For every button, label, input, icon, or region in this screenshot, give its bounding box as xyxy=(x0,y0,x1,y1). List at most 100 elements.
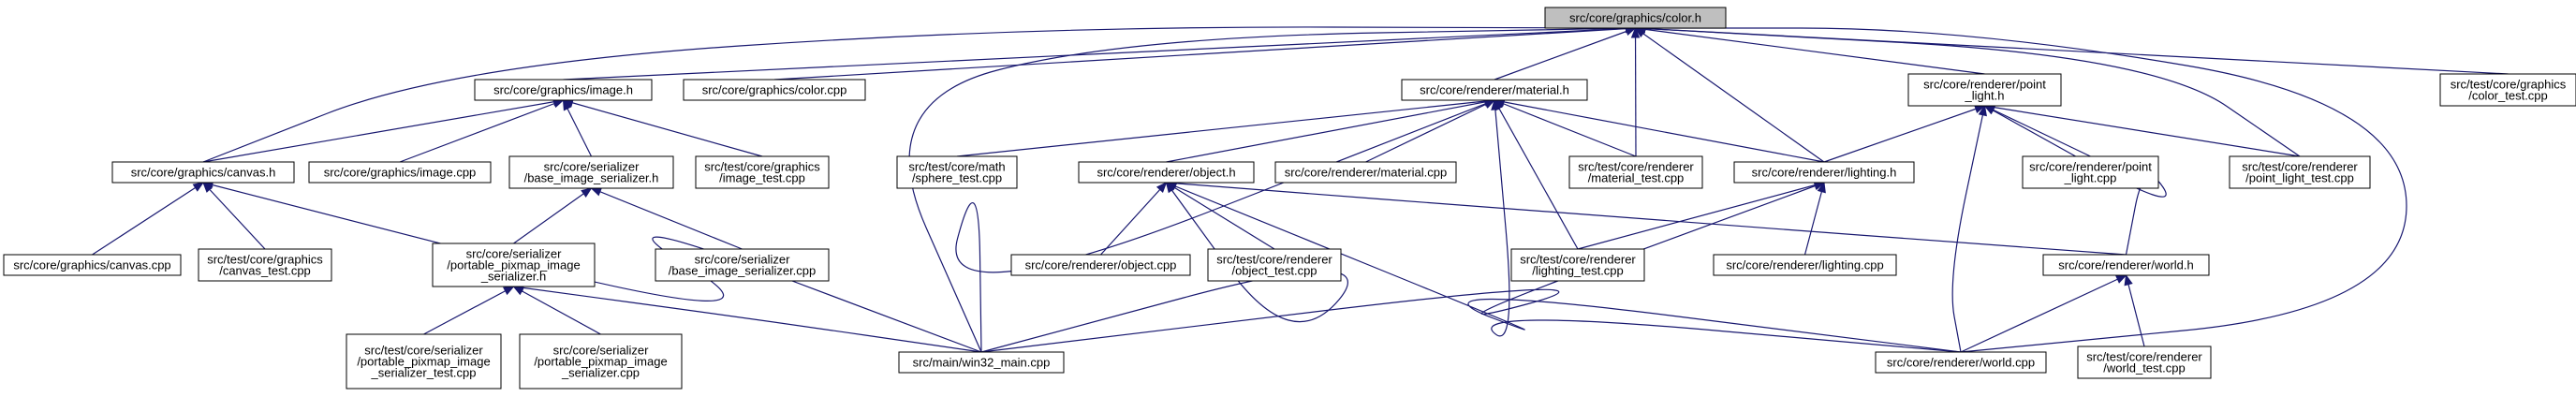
edge-line xyxy=(513,286,601,335)
edge-line xyxy=(1960,274,2127,353)
node-box xyxy=(198,248,332,282)
node-ppm-ser-cpp[interactable]: src/core/serializer/portable_pixmap_imag… xyxy=(519,333,683,390)
node-label: src/core/serializer xyxy=(544,160,640,174)
node-box xyxy=(1510,248,1645,282)
arrowhead xyxy=(2114,274,2127,284)
node-box xyxy=(308,161,492,184)
node-image-test[interactable]: src/test/core/graphics/image_test.cpp xyxy=(695,155,830,189)
edge-line xyxy=(513,187,592,244)
node-canvas-cpp[interactable]: src/core/graphics/canvas.cpp xyxy=(3,254,182,276)
edge-line xyxy=(562,99,593,157)
node-label: _light.h xyxy=(1965,89,2005,103)
node-box xyxy=(3,254,182,276)
node-label: src/core/serializer xyxy=(695,253,791,267)
edge-line xyxy=(955,99,1495,353)
edge-object_h-to-material_h xyxy=(1166,97,1496,163)
node-label: src/test/core/serializer xyxy=(364,344,483,358)
node-point-light-test[interactable]: src/test/core/renderer/point_light_test.… xyxy=(2229,155,2371,189)
edge-lighting_test-to-material_h xyxy=(1494,98,1579,250)
node-box xyxy=(508,155,674,189)
node-material-h[interactable]: src/core/renderer/material.h xyxy=(1401,79,1588,101)
node-label: /material_test.cpp xyxy=(1588,171,1685,185)
arrowhead xyxy=(590,187,603,197)
edge-line xyxy=(1166,182,1962,353)
node-point-light-cpp[interactable]: src/core/renderer/point_light.cpp xyxy=(2022,155,2159,189)
edge-world_h-to-point_light_h xyxy=(1983,105,2167,256)
node-label: src/core/serializer xyxy=(553,344,650,358)
node-label: src/core/graphics/canvas.h xyxy=(131,166,276,180)
node-point-light-h[interactable]: src/core/renderer/point_light.h xyxy=(1907,73,2062,107)
node-base-ser-cpp[interactable]: src/core/serializer/base_image_serialize… xyxy=(655,248,830,282)
node-lighting-h[interactable]: src/core/renderer/lighting.h xyxy=(1733,161,1915,184)
arrowhead xyxy=(503,286,515,296)
node-image-h[interactable]: src/core/graphics/image.h xyxy=(474,79,653,101)
node-canvas-test[interactable]: src/test/core/graphics/canvas_test.cpp xyxy=(198,248,332,282)
node-label: /base_image_serializer.h xyxy=(524,171,659,185)
node-label: /portable_pixmap_image xyxy=(534,355,667,369)
node-box xyxy=(519,333,683,390)
node-label: /image_test.cpp xyxy=(719,171,805,185)
node-material-cpp[interactable]: src/core/renderer/material.cpp xyxy=(1274,161,1457,184)
node-sphere-test[interactable]: src/test/core/math/sphere_test.cpp xyxy=(896,155,1018,189)
node-label: /object_test.cpp xyxy=(1231,264,1317,278)
edge-line xyxy=(1494,99,1579,250)
node-lighting-test[interactable]: src/test/core/renderer/lighting_test.cpp xyxy=(1510,248,1645,282)
node-label: _serializer.h xyxy=(480,270,546,284)
edge-material_cpp-to-material_h xyxy=(1365,99,1496,163)
edge-line xyxy=(591,187,743,250)
node-object-h[interactable]: src/core/renderer/object.h xyxy=(1078,161,1255,184)
edge-world_cpp-to-world_h xyxy=(1960,274,2127,353)
node-world-test[interactable]: src/test/core/renderer/world_test.cpp xyxy=(2077,346,2212,379)
node-label: /sphere_test.cpp xyxy=(912,171,1002,185)
node-color-h[interactable]: src/core/graphics/color.h xyxy=(1544,7,1727,29)
node-label: src/core/renderer/material.cpp xyxy=(1285,166,1447,180)
edge-line xyxy=(1951,105,1986,353)
node-ppm-ser-test[interactable]: src/test/core/serializer/portable_pixmap… xyxy=(346,333,502,390)
node-lighting-cpp[interactable]: src/core/renderer/lighting.cpp xyxy=(1713,254,1897,276)
edge-world_cpp-to-material_h xyxy=(1491,98,1962,353)
node-box xyxy=(1401,79,1588,101)
edge-line xyxy=(908,27,1636,353)
node-label: src/core/graphics/image.h xyxy=(493,83,633,97)
edge-line xyxy=(1803,182,1825,256)
node-material-test[interactable]: src/test/core/renderer/material_test.cpp xyxy=(1568,155,1703,189)
edge-world_h-to-object_h xyxy=(1165,179,2127,256)
edge-line xyxy=(1100,182,1167,256)
edge-lighting_cpp-to-lighting_h xyxy=(1803,181,1826,256)
edge-image_cpp-to-image_h xyxy=(399,99,565,163)
edge-line xyxy=(1823,105,1985,163)
node-win32-main[interactable]: src/main/win32_main.cpp xyxy=(898,351,1065,374)
node-label: /lighting_test.cpp xyxy=(1532,264,1624,278)
node-box xyxy=(346,333,502,390)
node-box xyxy=(2229,155,2371,189)
node-box xyxy=(2439,73,2576,107)
node-label: src/core/serializer xyxy=(466,247,563,261)
node-box xyxy=(2077,346,2212,379)
node-box xyxy=(1568,155,1703,189)
node-world-cpp[interactable]: src/core/renderer/world.cpp xyxy=(1875,351,2047,374)
edge-sphere_test-to-material_h xyxy=(956,96,1496,157)
edge-line xyxy=(1577,182,1825,250)
node-label: src/test/core/math xyxy=(908,160,1005,174)
node-box xyxy=(896,155,1018,189)
edge-base_ser_h-to-image_h xyxy=(562,98,593,157)
node-label: src/core/renderer/world.h xyxy=(2058,258,2194,272)
node-world-h[interactable]: src/core/renderer/world.h xyxy=(2042,254,2210,276)
node-label: /world_test.cpp xyxy=(2103,361,2185,375)
node-label: src/core/graphics/image.cpp xyxy=(324,166,477,180)
node-object-test[interactable]: src/test/core/renderer/object_test.cpp xyxy=(1207,248,1342,282)
arrowhead xyxy=(581,187,593,198)
edge-line xyxy=(1494,27,1636,81)
node-base-ser-h[interactable]: src/core/serializer/base_image_serialize… xyxy=(508,155,674,189)
node-canvas-h[interactable]: src/core/graphics/canvas.h xyxy=(111,161,295,184)
node-object-cpp[interactable]: src/core/renderer/object.cpp xyxy=(1010,254,1191,276)
node-label: src/core/renderer/material.h xyxy=(1420,83,1569,97)
node-color-test[interactable]: src/test/core/graphics/color_test.cpp xyxy=(2439,73,2576,107)
node-box xyxy=(1274,161,1457,184)
node-color-cpp[interactable]: src/core/graphics/color.cpp xyxy=(683,79,866,101)
edge-ppm_ser_test-to-ppm_ser_h xyxy=(423,286,515,335)
node-ppm-ser-h[interactable]: src/core/serializer/portable_pixmap_imag… xyxy=(432,243,596,287)
edge-line xyxy=(1491,99,1962,353)
node-label: src/test/core/renderer xyxy=(2242,160,2358,174)
node-image-cpp[interactable]: src/core/graphics/image.cpp xyxy=(308,161,492,184)
